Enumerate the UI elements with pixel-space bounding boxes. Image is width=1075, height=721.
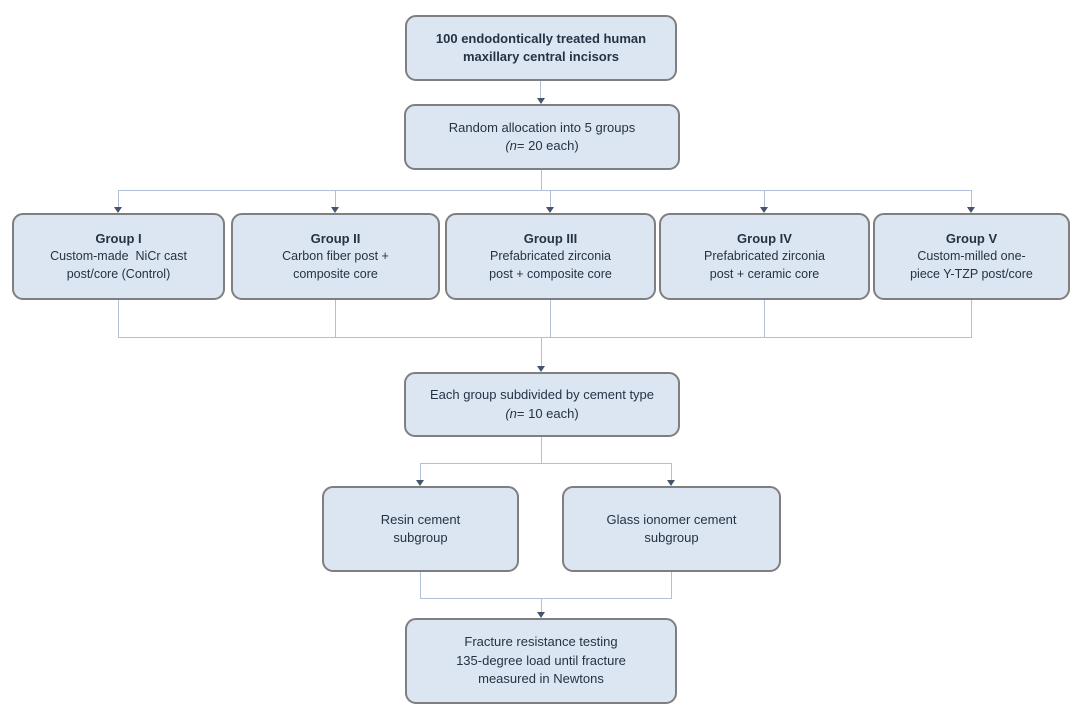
group-4-line-1: Prefabricated zirconia xyxy=(704,248,825,263)
drop-group-5 xyxy=(971,190,972,207)
group-3-line-2: post + composite core xyxy=(489,266,612,281)
outcome-line-3: measured in Newtons xyxy=(478,671,604,687)
group-5-line-2: piece Y-TZP post/core xyxy=(910,266,1033,281)
merge-bar-groups xyxy=(118,337,972,338)
arrowhead-subgroup-2 xyxy=(667,480,675,486)
group-1-line-1: Custom-made NiCr cast xyxy=(50,248,187,263)
drop-group-3 xyxy=(550,190,551,207)
group-2-title: Group II xyxy=(310,230,361,246)
box-outcome: Fracture resistance testing 135-degree l… xyxy=(405,618,677,704)
box-resin-subgroup: Resin cement subgroup xyxy=(322,486,519,572)
group-2-line-2: composite core xyxy=(293,266,378,281)
resin-line-1: Resin cement xyxy=(380,511,461,527)
group-3-line-1: Prefabricated zirconia xyxy=(490,248,611,263)
rise-subgroup-2 xyxy=(671,572,672,598)
merge-bar-subgroups xyxy=(420,598,672,599)
random-line-2: (n= 20 each) xyxy=(505,138,579,153)
rise-group-2 xyxy=(335,300,336,337)
rise-group-3 xyxy=(550,300,551,337)
drop-group-2 xyxy=(335,190,336,207)
drop-group-4 xyxy=(764,190,765,207)
branch-bar-subgroups xyxy=(420,463,672,464)
arrowhead-group-2 xyxy=(331,207,339,213)
italic-n: n xyxy=(509,405,517,421)
group-1-title: Group I xyxy=(95,230,142,246)
arrowhead-group-3 xyxy=(546,207,554,213)
connector-merge-to-subdivide xyxy=(541,337,542,366)
drop-subgroup-2 xyxy=(671,463,672,480)
resin-line-2: subgroup xyxy=(393,530,448,545)
outcome-line-1: Fracture resistance testing xyxy=(464,634,618,650)
branch-bar-groups xyxy=(118,190,972,191)
arrowhead-outcome xyxy=(537,612,545,618)
sample-line-1: 100 endodontically treated human xyxy=(435,30,647,46)
group-5-line-1: Custom-milled one- xyxy=(917,248,1026,263)
box-group-4: Group IV Prefabricated zirconia post + c… xyxy=(659,213,870,300)
box-group-1: Group I Custom-made NiCr cast post/core … xyxy=(12,213,225,300)
subdivide-line-2: (n= 10 each) xyxy=(505,405,579,421)
connector-subdivide-stem xyxy=(541,437,542,463)
rise-group-4 xyxy=(764,300,765,337)
group-4-line-2: post + ceramic core xyxy=(709,266,820,281)
arrowhead-group-4 xyxy=(760,207,768,213)
random-line-1: Random allocation into 5 groups xyxy=(448,119,636,135)
italic-n: n xyxy=(509,138,517,153)
arrowhead-subdivide xyxy=(537,366,545,372)
connector-merge-to-outcome xyxy=(541,598,542,612)
box-group-3: Group III Prefabricated zirconia post + … xyxy=(445,213,656,300)
drop-subgroup-1 xyxy=(420,463,421,480)
rise-group-1 xyxy=(118,300,119,337)
arrowhead-group-1 xyxy=(114,207,122,213)
arrowhead-subgroup-1 xyxy=(416,480,424,486)
rise-subgroup-1 xyxy=(420,572,421,598)
arrowhead-random xyxy=(537,98,545,104)
group-4-title: Group IV xyxy=(737,230,792,246)
connector-top-to-random xyxy=(540,81,541,100)
box-sample: 100 endodontically treated human maxilla… xyxy=(405,15,677,81)
rise-group-5 xyxy=(971,300,972,337)
group-2-line-1: Carbon fiber post + xyxy=(282,248,389,263)
connector-random-stem xyxy=(541,170,542,190)
subdivide-line-1: Each group subdivided by cement type xyxy=(429,387,655,403)
box-glass-ionomer-subgroup: Glass ionomer cement subgroup xyxy=(562,486,781,572)
box-random-allocation: Random allocation into 5 groups (n= 20 e… xyxy=(404,104,680,170)
box-group-5: Group V Custom-milled one- piece Y-TZP p… xyxy=(873,213,1070,300)
group-3-title: Group III xyxy=(523,230,578,246)
box-subdivide: Each group subdivided by cement type (n=… xyxy=(404,372,680,437)
glass-line-1: Glass ionomer cement xyxy=(606,511,737,527)
drop-group-1 xyxy=(118,190,119,207)
arrowhead-group-5 xyxy=(967,207,975,213)
outcome-line-2: 135-degree load until fracture xyxy=(456,652,626,668)
box-group-2: Group II Carbon fiber post + composite c… xyxy=(231,213,440,300)
group-5-title: Group V xyxy=(945,230,998,246)
group-1-line-2: post/core (Control) xyxy=(66,266,171,281)
sample-line-2: maxillary central incisors xyxy=(462,49,620,64)
glass-line-2: subgroup xyxy=(644,530,699,545)
